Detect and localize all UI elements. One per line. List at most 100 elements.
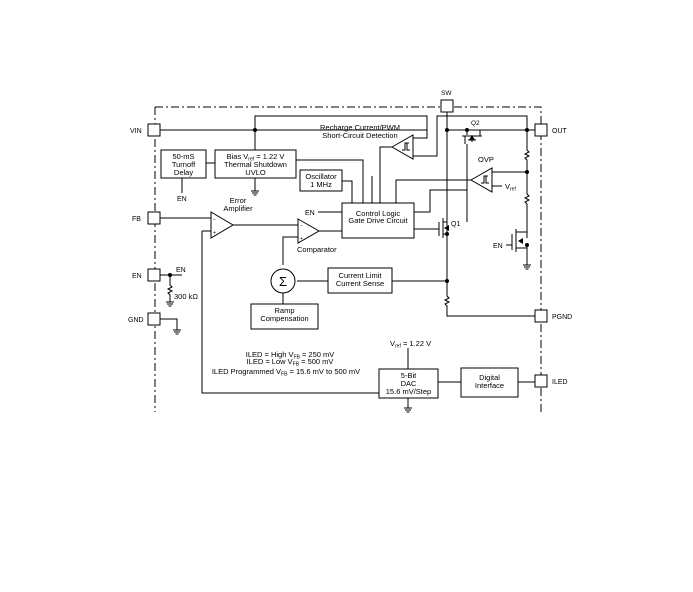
wire-dac-erramp (201, 230, 379, 394)
sigma-icon: Σ (279, 274, 287, 289)
bias-block: Bias Vref = 1.22 V Thermal Shutdown UVLO (214, 149, 297, 179)
svg-text:Interface: Interface (475, 381, 504, 390)
svg-text:+: + (213, 230, 216, 236)
pin-iled: ILED (534, 374, 568, 388)
control-logic-block: Control Logic Gate Drive Circuit (341, 202, 415, 239)
svg-text:1 MHz: 1 MHz (310, 180, 332, 189)
dac-vref-label: Vref = 1.22 V (390, 339, 431, 350)
q1-transistor-icon (438, 218, 535, 317)
pin-vin: VIN (130, 123, 161, 137)
svg-text:DAC: DAC (401, 379, 417, 388)
svg-text:Current Sense: Current Sense (336, 279, 384, 288)
svg-text:−: − (300, 223, 303, 229)
svg-text:Control Logic: Control Logic (356, 209, 400, 218)
pin-sw: SW (440, 90, 454, 113)
pin-pgnd: PGND (534, 309, 572, 323)
svg-text:Digital: Digital (479, 373, 500, 382)
en-turnoff-label: EN (177, 196, 187, 203)
svg-text:Current Limit: Current Limit (339, 271, 383, 280)
svg-text:UVLO: UVLO (245, 168, 266, 177)
recharge-comparator (390, 134, 414, 160)
error-amp-label-2: Amplifier (223, 204, 253, 213)
ramp-compensation-block: Ramp Compensation (250, 303, 319, 330)
pwm-comparator: − + (297, 218, 321, 244)
resistor-icon (166, 275, 174, 307)
pin-vin-pad (147, 123, 161, 137)
pin-en-label: EN (132, 273, 142, 280)
pin-sw-pad (440, 99, 454, 113)
pin-pgnd-label: PGND (552, 314, 572, 321)
svg-text:50-mS: 50-mS (172, 152, 194, 161)
recharge-label-2: Short-Circuit Detection (322, 131, 397, 140)
summing-node: Σ (270, 268, 296, 294)
svg-text:Bias Vref = 1.22 V: Bias Vref = 1.22 V (227, 152, 285, 163)
q2-label: Q2 (471, 120, 480, 127)
note-iled-high: ILED = High VFB = 250 mV (246, 350, 335, 361)
digital-interface-block: Digital Interface (460, 367, 519, 398)
pin-out-label: OUT (552, 128, 568, 135)
en-fet-transistor-icon (506, 229, 531, 270)
pin-sw-label: SW (441, 90, 452, 97)
resistor-icon (523, 130, 531, 172)
note-iled-low: ILED = Low VFB = 500 mV (247, 357, 334, 368)
error-amplifier: − + (210, 211, 234, 239)
svg-text:+: + (300, 236, 303, 242)
svg-text:Delay: Delay (174, 168, 193, 177)
current-limit-block: Current Limit Current Sense (327, 267, 393, 294)
en-fet-label: EN (493, 243, 503, 250)
recharge-label-1: Recharge Current/PWM (320, 123, 400, 132)
resistor-300k-label: 300 kΩ (174, 292, 198, 301)
svg-text:Ramp: Ramp (274, 306, 294, 315)
wire-sigma-comp (282, 236, 298, 265)
pin-iled-pad (534, 374, 548, 388)
en-pin-net-label: EN (176, 267, 186, 274)
svg-text:15.6 mV/Step: 15.6 mV/Step (386, 387, 431, 396)
q2-transistor-icon (462, 130, 482, 222)
oscillator-block: Oscillator 1 MHz (299, 169, 343, 192)
wire-osc-control (342, 180, 353, 203)
comparator-label: Comparator (297, 245, 337, 254)
resistor-icon (523, 172, 531, 232)
pin-gnd: GND (128, 312, 161, 326)
pin-fb: FB (132, 211, 161, 225)
svg-text:Oscillator: Oscillator (305, 172, 337, 181)
svg-text:Compensation: Compensation (260, 314, 308, 323)
pin-fb-label: FB (132, 216, 141, 223)
turnoff-delay-block: 50-mS Turnoff Delay (160, 149, 207, 179)
wire-bias-control (296, 159, 364, 203)
pin-vin-label: VIN (130, 128, 142, 135)
pin-en: EN (132, 268, 161, 282)
wire-recharge-control (379, 146, 392, 203)
ovp-comparator (469, 167, 493, 193)
q1-label: Q1 (451, 221, 460, 228)
pin-gnd-pad (147, 312, 161, 326)
dac-block: 5-Bit DAC 15.6 mV/Step (378, 368, 439, 399)
ovp-vref-label: Vref (505, 182, 516, 193)
wire-recharge-in1 (413, 116, 428, 139)
pin-gnd-label: GND (128, 317, 144, 324)
wire-control-q2 (414, 189, 467, 213)
note-iled-programmed: ILED Programmed VFB = 15.6 mV to 500 mV (212, 367, 360, 378)
pin-pgnd-pad (534, 309, 548, 323)
svg-text:5-Bit: 5-Bit (401, 371, 417, 380)
pin-out: OUT (534, 123, 568, 137)
svg-text:Turnoff: Turnoff (172, 160, 196, 169)
ground-icon (404, 398, 412, 413)
en-control-label: EN (305, 210, 315, 217)
error-amp-label-1: Error (230, 196, 247, 205)
pin-out-pad (534, 123, 548, 137)
ovp-label: OVP (478, 155, 494, 164)
ground-icon (251, 178, 259, 196)
svg-text:Thermal Shutdown: Thermal Shutdown (224, 160, 287, 169)
wire-recharge-in2 (413, 115, 528, 157)
schmitt-trigger-icon (481, 175, 489, 184)
schmitt-trigger-icon (402, 142, 410, 151)
pin-en-pad (147, 268, 161, 282)
svg-text:−: − (213, 217, 216, 223)
wire-ovp-out (395, 179, 471, 203)
ground-icon (160, 318, 181, 335)
pin-iled-label: ILED (552, 379, 568, 386)
pin-fb-pad (147, 211, 161, 225)
svg-text:Gate Drive Circuit: Gate Drive Circuit (348, 216, 408, 225)
